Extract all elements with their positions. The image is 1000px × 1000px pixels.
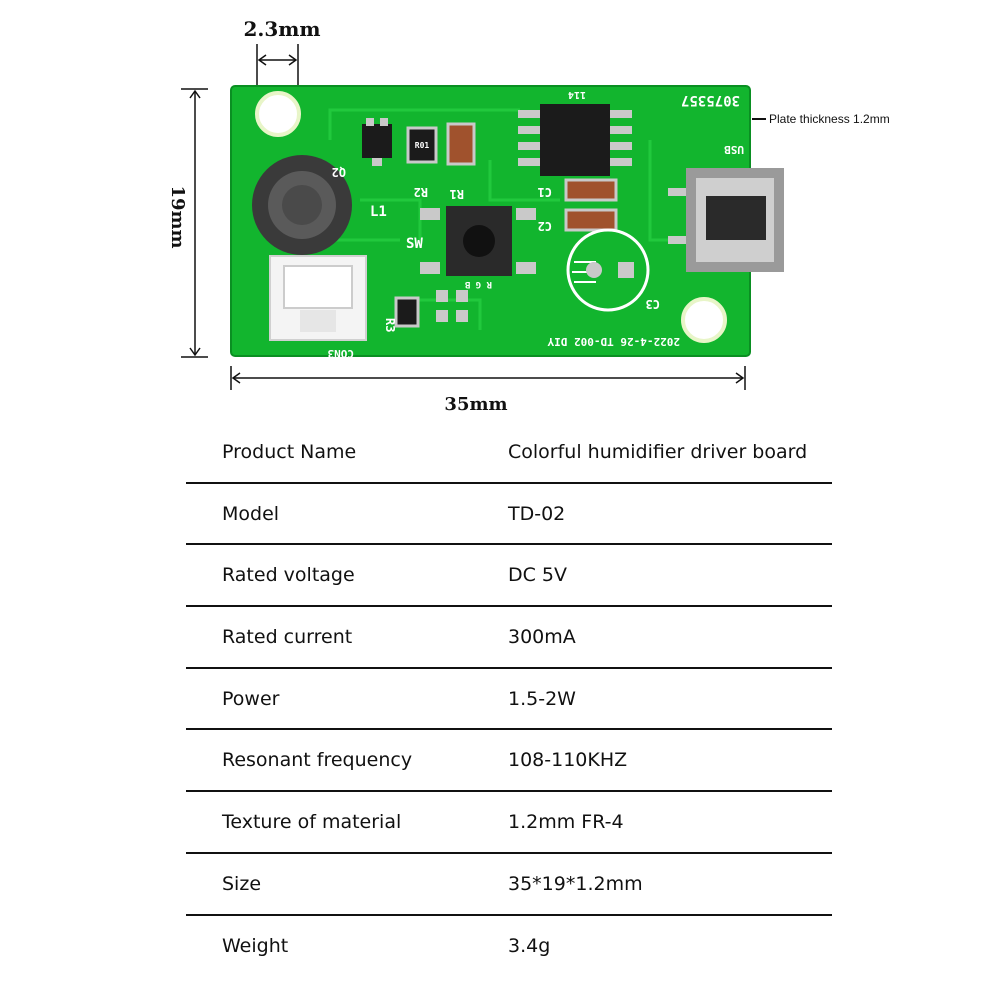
dimension-left: 19mm xyxy=(167,88,208,358)
transistor-q2: Q2 xyxy=(332,118,392,179)
dim-bottom-label: 35mm xyxy=(444,394,507,415)
ic-u1: 114 3075357 xyxy=(518,89,740,176)
spec-value: 3.4g xyxy=(508,935,551,958)
spec-value: DC 5V xyxy=(508,564,568,587)
pcb-date-label: 2022-4-26 TD-002 DIY xyxy=(547,335,680,348)
spec-value: 35*19*1.2mm xyxy=(508,872,643,895)
dim-top-label: 2.3mm xyxy=(243,17,320,41)
svg-text:R2: R2 xyxy=(414,185,428,199)
resistor-r1-brown: R1 xyxy=(446,122,476,201)
capacitor-c1: C1 xyxy=(538,178,618,202)
plate-thickness-label: Plate thickness 1.2mm xyxy=(769,112,890,126)
inductor-l1: L1 xyxy=(252,155,387,255)
spec-value: TD-02 xyxy=(508,502,566,525)
spec-row: Resonant frequency 108-110KHZ xyxy=(186,730,832,793)
spec-label: Resonant frequency xyxy=(222,749,413,772)
svg-text:C1: C1 xyxy=(538,185,552,199)
svg-text:Q2: Q2 xyxy=(332,165,346,179)
plate-thickness-note: Plate thickness 1.2mm xyxy=(752,112,890,126)
spec-row: Product Name Colorful humidifier driver b… xyxy=(186,422,832,484)
usb-connector: USB xyxy=(668,143,784,272)
pcb-figure: 2.3mm 19mm 35mm Plate thickness 1.2mm xyxy=(167,17,890,415)
connector-con3: CON3 xyxy=(269,255,367,360)
spec-value: 108-110KHZ xyxy=(508,749,628,772)
rgb-led-pads: R G B xyxy=(436,279,492,322)
spec-value: Colorful humidifier driver board xyxy=(508,440,808,463)
svg-text:USB: USB xyxy=(724,143,744,156)
spec-row: Texture of material 1.2mm FR-4 xyxy=(186,792,832,854)
push-button-sw: SW xyxy=(406,206,536,276)
svg-text:C2: C2 xyxy=(538,219,552,233)
mounting-hole-br xyxy=(681,297,727,343)
svg-text:L1: L1 xyxy=(370,204,387,220)
svg-text:3075357: 3075357 xyxy=(681,92,740,108)
capacitor-c3: C3 xyxy=(566,228,660,312)
resistor-r1: R01 R2 xyxy=(406,126,438,199)
spec-label: Rated voltage xyxy=(222,564,355,587)
spec-value: 300mA xyxy=(508,625,576,648)
svg-text:R G B: R G B xyxy=(464,279,492,289)
pcb-board: L1 Q2 R01 R2 R1 xyxy=(230,85,784,360)
spec-value: 1.2mm FR-4 xyxy=(508,810,624,833)
dimension-top: 2.3mm xyxy=(243,17,321,130)
spec-row: Weight 3.4g xyxy=(186,916,832,978)
spec-label: Size xyxy=(222,872,262,895)
spec-label: Rated current xyxy=(222,625,353,648)
svg-text:R1: R1 xyxy=(450,187,464,201)
svg-text:R01: R01 xyxy=(415,141,430,150)
spec-row: Size 35*19*1.2mm xyxy=(186,854,832,916)
dimension-bottom: 35mm xyxy=(230,366,746,415)
svg-text:C3: C3 xyxy=(646,297,660,311)
capacitor-c2: C2 xyxy=(538,208,618,233)
spec-row: Power 1.5-2W xyxy=(186,669,832,731)
spec-table: Product Name Colorful humidifier driver b… xyxy=(186,422,832,977)
spec-row: Rated voltage DC 5V xyxy=(186,545,832,608)
spec-row: Model TD-02 xyxy=(186,484,832,546)
spec-label: Model xyxy=(222,502,280,525)
svg-text:SW: SW xyxy=(406,236,423,252)
resistor-r3: R3 xyxy=(383,296,420,332)
spec-row: Rated current 300mA xyxy=(186,607,832,669)
mounting-hole-tl xyxy=(255,91,301,137)
spec-label: Weight xyxy=(222,935,289,958)
spec-label: Texture of material xyxy=(222,810,402,833)
dim-left-label: 19mm xyxy=(167,185,188,248)
spec-label: Power xyxy=(222,687,280,710)
spec-label: Product Name xyxy=(222,440,357,463)
spec-value: 1.5-2W xyxy=(508,687,576,710)
svg-text:R3: R3 xyxy=(383,318,397,332)
svg-text:114: 114 xyxy=(568,89,586,100)
svg-text:CON3: CON3 xyxy=(328,347,355,360)
